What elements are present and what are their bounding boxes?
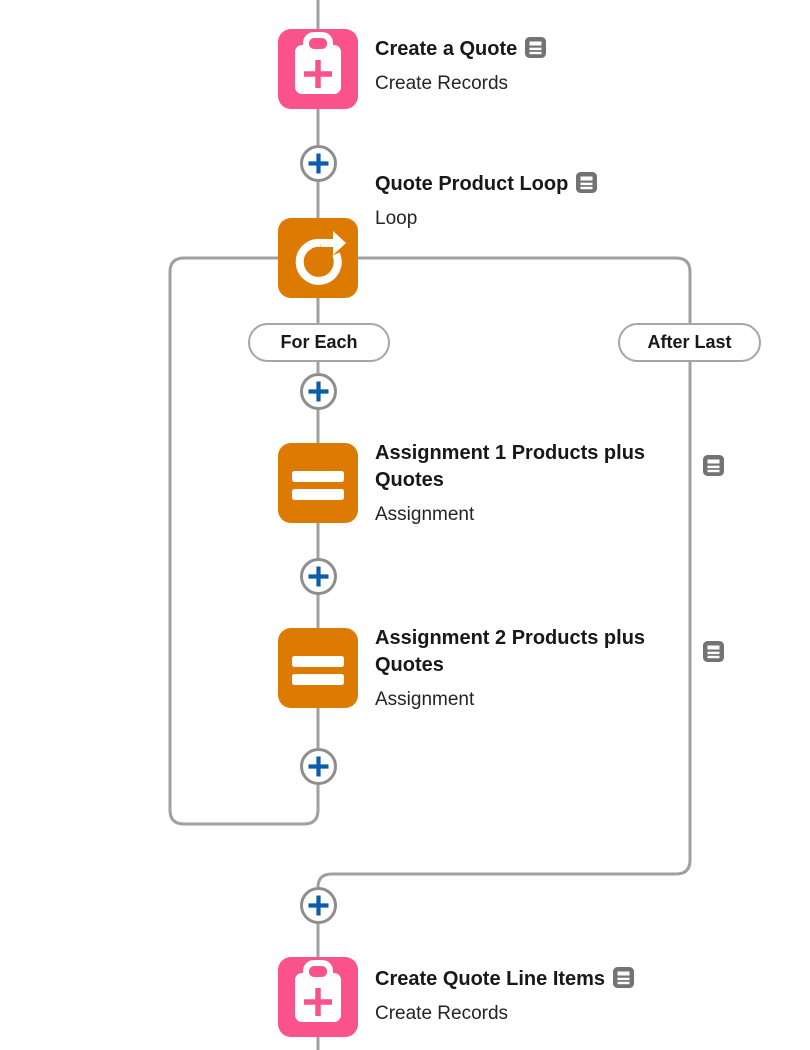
plus-icon: [308, 895, 328, 915]
equals-icon: [292, 471, 344, 500]
add-element-button[interactable]: [299, 557, 337, 595]
clipboard-plus-icon: [295, 32, 341, 94]
node-title: Assignment 2 Products plus Quotes: [375, 627, 646, 676]
node-title: Quote Product Loop: [375, 171, 598, 198]
loop-arrow-icon: [295, 231, 346, 285]
equals-icon: [292, 656, 344, 685]
node-label-assignment-1: Assignment 1 Products plus Quotes Assign…: [375, 440, 680, 528]
description-icon[interactable]: [703, 455, 724, 476]
clipboard-plus-icon: [295, 960, 341, 1022]
loop-node-icon[interactable]: [278, 218, 358, 298]
assignment-2-node-icon[interactable]: [278, 628, 358, 708]
add-element-button[interactable]: [299, 372, 337, 410]
node-title-text: Quote Product Loop: [375, 173, 569, 195]
node-title: Create a Quote: [375, 36, 547, 63]
node-label-create-a-quote: Create a Quote Create Records: [375, 36, 547, 97]
add-element-button[interactable]: [299, 886, 337, 924]
plus-icon: [308, 381, 328, 401]
description-icon[interactable]: [576, 172, 598, 193]
description-icon[interactable]: [525, 37, 547, 58]
node-title: Create Quote Line Items: [375, 966, 635, 993]
node-type: Create Records: [375, 73, 509, 94]
node-type: Create Records: [375, 1003, 509, 1024]
node-type: Loop: [375, 208, 418, 229]
for-each-connector-label: For Each: [248, 323, 390, 362]
add-element-button[interactable]: [299, 747, 337, 785]
node-label-quote-product-loop: Quote Product Loop Loop: [375, 171, 598, 232]
description-icon[interactable]: [703, 641, 724, 662]
plus-icon: [308, 153, 328, 173]
for-each-label-text: For Each: [280, 332, 358, 352]
node-label-create-quote-line-items: Create Quote Line Items Create Records: [375, 966, 635, 1027]
create-records-node-icon[interactable]: [278, 957, 358, 1037]
after-last-label-text: After Last: [647, 332, 732, 352]
add-element-button[interactable]: [299, 144, 337, 182]
create-records-node-icon[interactable]: [278, 29, 358, 109]
node-title: Assignment 1 Products plus Quotes: [375, 442, 646, 491]
node-title-text: Create a Quote: [375, 38, 518, 60]
node-title-text: Create Quote Line Items: [375, 968, 606, 990]
node-label-assignment-2: Assignment 2 Products plus Quotes Assign…: [375, 625, 680, 713]
node-type: Assignment: [375, 689, 475, 710]
after-last-connector-label: After Last: [618, 323, 761, 362]
plus-icon: [308, 566, 328, 586]
plus-icon: [308, 756, 328, 776]
node-type: Assignment: [375, 504, 475, 525]
assignment-1-node-icon[interactable]: [278, 443, 358, 523]
description-icon[interactable]: [613, 967, 635, 988]
